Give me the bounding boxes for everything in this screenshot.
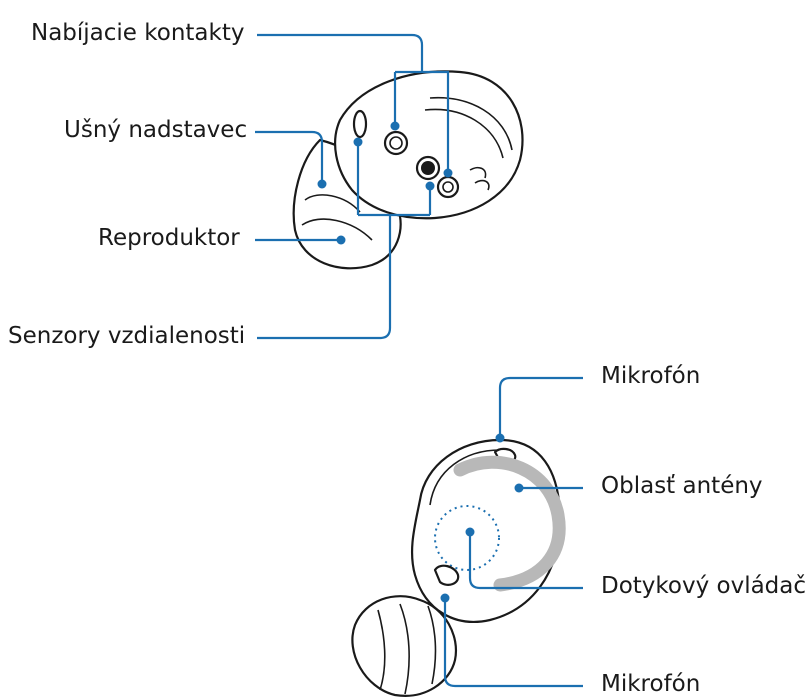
ear-tip-bottom-shape [351, 595, 458, 697]
label-proximity-sensors: Senzory vzdialenosti [8, 323, 246, 349]
label-touchpad: Dotykový ovládač [601, 573, 807, 599]
label-mic-bottom: Mikrofón [601, 671, 701, 697]
proximity-sensor-left-shape [352, 109, 368, 139]
charging-contact-top [383, 130, 409, 156]
earbud-outer-view [351, 438, 566, 697]
charging-contact-bottom [436, 175, 460, 199]
antenna-area-shape [453, 455, 566, 592]
label-mic-top: Mikrofón [601, 363, 701, 389]
touchpad-area [434, 505, 500, 571]
earbud-inner-body [334, 70, 524, 220]
label-charging-contacts: Nabíjacie kontakty [31, 20, 245, 46]
label-speaker: Reproduktor [98, 225, 240, 251]
label-ear-tip: Ušný nadstavec [64, 117, 248, 143]
leaders-top [255, 33, 453, 340]
leaders-bottom [440, 376, 583, 688]
label-antenna-area: Oblasť antény [601, 473, 763, 499]
earbud-inner-view [292, 70, 524, 270]
